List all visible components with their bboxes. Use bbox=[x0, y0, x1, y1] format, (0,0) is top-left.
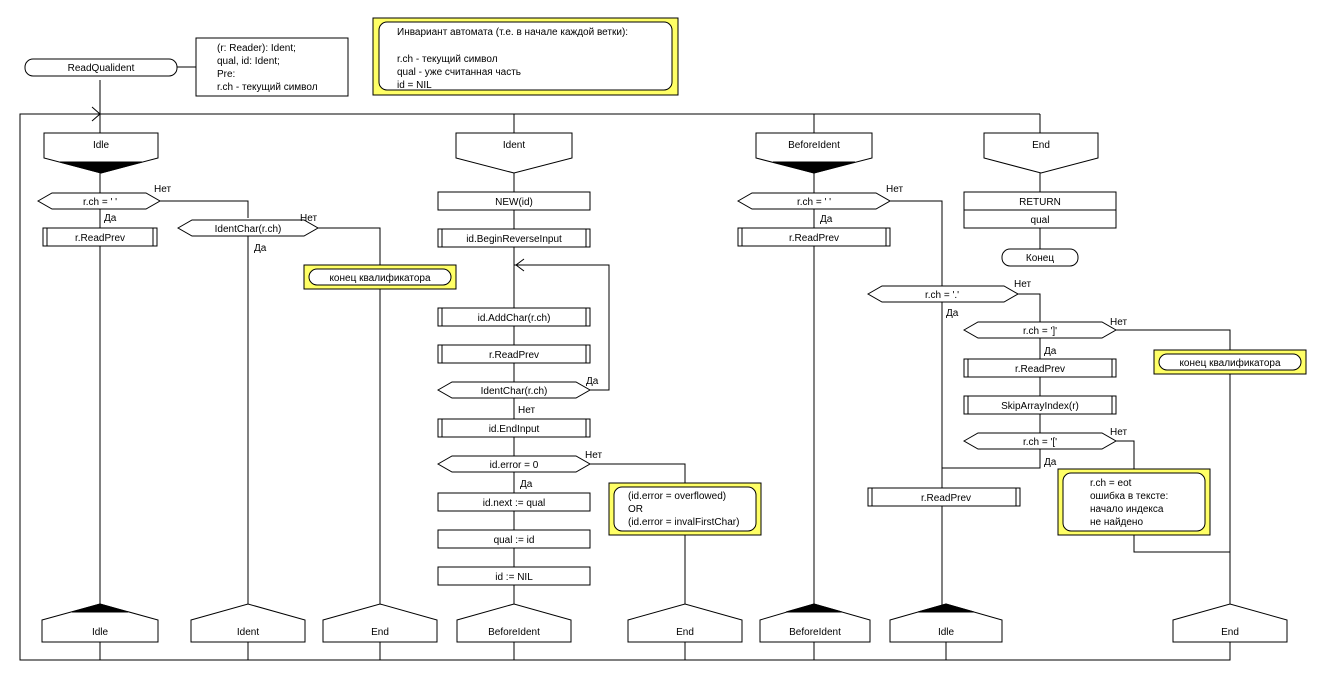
params-comment: (r: Reader): Ident; qual, id: Ident; Pre… bbox=[195, 37, 349, 97]
end-error-note-line-3: начало индекса bbox=[1090, 504, 1164, 515]
title-terminator: ReadQualident bbox=[24, 58, 178, 77]
branch-header-idle: Idle bbox=[43, 114, 159, 174]
svg-text:Нет: Нет bbox=[585, 450, 602, 461]
svg-text:id.BeginReverseInput: id.BeginReverseInput bbox=[466, 234, 562, 245]
svg-text:r.ch = ' ': r.ch = ' ' bbox=[83, 197, 117, 208]
svg-text:r.ch = '[': r.ch = '[' bbox=[1023, 437, 1057, 448]
target-end-2: End bbox=[627, 603, 743, 660]
target-end-1: End bbox=[322, 603, 438, 660]
branch-header-end: End bbox=[983, 114, 1099, 174]
svg-text:Да: Да bbox=[1044, 457, 1057, 468]
branch-header-ident: Ident bbox=[455, 114, 573, 174]
end-branch: RETURN qual Конец r.ch = '.' Нет Да r.ch… bbox=[866, 173, 1307, 606]
svg-text:qual := id: qual := id bbox=[494, 535, 535, 546]
invariant-line-3: id = NIL bbox=[397, 80, 432, 91]
ident-branch: NEW(id) id.BeginReverseInput id.AddChar(… bbox=[436, 173, 762, 606]
svg-text:Да: Да bbox=[1044, 346, 1057, 357]
svg-text:IdentChar(r.ch): IdentChar(r.ch) bbox=[481, 386, 548, 397]
ident-error-note-line-1: (id.error = overflowed) bbox=[628, 491, 726, 502]
idle-end-of-qualifier-note: конец квалификатора bbox=[329, 272, 431, 284]
svg-text:Нет: Нет bbox=[1110, 427, 1127, 438]
svg-text:End: End bbox=[371, 627, 389, 638]
svg-text:End: End bbox=[676, 627, 694, 638]
svg-text:Нет: Нет bbox=[1014, 279, 1031, 290]
svg-text:BeforeIdent: BeforeIdent bbox=[788, 140, 840, 151]
invariant-title: Инвариант автомата (т.е. в начале каждой… bbox=[397, 27, 628, 38]
end-terminator-text: Конец bbox=[1026, 253, 1054, 264]
svg-text:RETURN: RETURN bbox=[1019, 197, 1061, 208]
params-line-3: Pre: bbox=[217, 69, 235, 80]
ident-error-note-line-2: OR bbox=[628, 504, 643, 515]
target-ident: Ident bbox=[190, 603, 306, 660]
target-before-ident-2: BeforeIdent bbox=[759, 603, 871, 660]
svg-text:Да: Да bbox=[586, 376, 599, 387]
svg-text:r.ch = ']': r.ch = ']' bbox=[1023, 326, 1057, 337]
before-ident-branch: r.ch = ' ' Нет Да r.ReadPrev bbox=[736, 173, 943, 606]
svg-text:Нет: Нет bbox=[154, 184, 171, 195]
svg-text:r.ReadPrev: r.ReadPrev bbox=[789, 233, 839, 244]
svg-text:BeforeIdent: BeforeIdent bbox=[488, 627, 540, 638]
svg-text:Idle: Idle bbox=[938, 627, 955, 638]
svg-text:Да: Да bbox=[254, 243, 267, 254]
svg-text:Да: Да bbox=[520, 479, 533, 490]
svg-text:Ident: Ident bbox=[503, 140, 525, 151]
svg-text:Нет: Нет bbox=[300, 213, 317, 224]
idle-branch: r.ch = ' ' Нет Да r.ReadPrev IdentChar(r… bbox=[36, 173, 457, 606]
svg-text:End: End bbox=[1032, 140, 1050, 151]
svg-text:id.EndInput: id.EndInput bbox=[489, 424, 540, 435]
end-end-of-qualifier-note: конец квалификатора bbox=[1179, 357, 1281, 369]
invariant-line-2: qual - уже считанная часть bbox=[397, 67, 521, 78]
end-error-note-line-2: ошибка в тексте: bbox=[1090, 490, 1168, 502]
params-line-4: r.ch - текущий символ bbox=[217, 82, 318, 93]
svg-text:Да: Да bbox=[946, 308, 959, 319]
svg-text:id.next := qual: id.next := qual bbox=[483, 498, 546, 509]
svg-text:Нет: Нет bbox=[886, 184, 903, 195]
end-error-note-line-4: не найдено bbox=[1090, 517, 1143, 528]
target-idle-2: Idle bbox=[889, 603, 1003, 660]
invariant-line-1: r.ch - текущий символ bbox=[397, 54, 498, 65]
svg-text:r.ch = '.': r.ch = '.' bbox=[925, 290, 959, 301]
svg-text:Ident: Ident bbox=[237, 627, 259, 638]
svg-text:id := NIL: id := NIL bbox=[495, 572, 533, 583]
svg-text:IdentChar(r.ch): IdentChar(r.ch) bbox=[215, 224, 282, 235]
svg-text:BeforeIdent: BeforeIdent bbox=[789, 627, 841, 638]
params-line-2: qual, id: Ident; bbox=[217, 56, 280, 67]
svg-text:End: End bbox=[1221, 627, 1239, 638]
svg-text:SkipArrayIndex(r): SkipArrayIndex(r) bbox=[1001, 401, 1079, 412]
svg-text:Idle: Idle bbox=[92, 627, 109, 638]
invariant-note: Инвариант автомата (т.е. в начале каждой… bbox=[372, 17, 679, 96]
svg-text:r.ReadPrev: r.ReadPrev bbox=[75, 233, 125, 244]
svg-text:Да: Да bbox=[820, 214, 833, 225]
svg-text:r.ReadPrev: r.ReadPrev bbox=[489, 350, 539, 361]
end-error-note-line-1: r.ch = eot bbox=[1090, 478, 1132, 489]
ident-error-note-line-3: (id.error = invalFirstChar) bbox=[628, 517, 739, 528]
svg-text:NEW(id): NEW(id) bbox=[495, 197, 533, 208]
svg-text:r.ReadPrev: r.ReadPrev bbox=[1015, 364, 1065, 375]
target-end-3: End bbox=[1172, 603, 1288, 643]
svg-text:r.ch = ' ': r.ch = ' ' bbox=[797, 197, 831, 208]
branch-header-before-ident: BeforeIdent bbox=[755, 114, 873, 174]
target-idle-1: Idle bbox=[41, 603, 159, 660]
svg-text:Да: Да bbox=[104, 213, 117, 224]
svg-text:Idle: Idle bbox=[93, 140, 110, 151]
svg-text:id.error = 0: id.error = 0 bbox=[490, 460, 539, 471]
svg-text:Нет: Нет bbox=[1110, 317, 1127, 328]
svg-text:r.ReadPrev: r.ReadPrev bbox=[921, 493, 971, 504]
svg-text:id.AddChar(r.ch): id.AddChar(r.ch) bbox=[478, 313, 551, 324]
svg-text:Нет: Нет bbox=[518, 405, 535, 416]
params-line-1: (r: Reader): Ident; bbox=[217, 43, 296, 54]
title-text: ReadQualident bbox=[68, 63, 135, 74]
svg-text:qual: qual bbox=[1031, 215, 1050, 226]
target-before-ident-1: BeforeIdent bbox=[456, 603, 572, 660]
